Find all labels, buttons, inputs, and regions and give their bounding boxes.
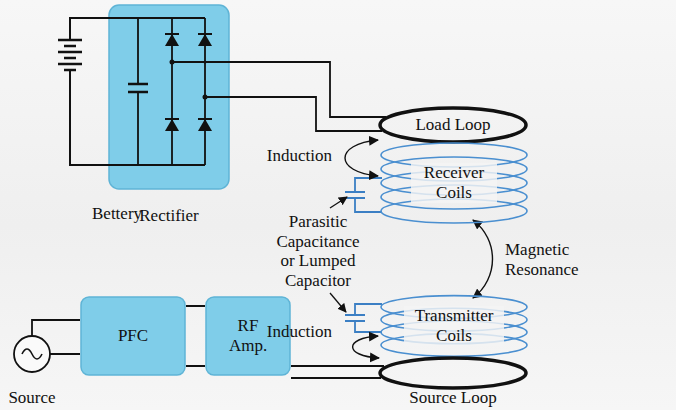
source-symbol: Source <box>4 334 60 408</box>
node-outline <box>108 4 230 226</box>
node-text: PFC <box>118 326 148 346</box>
wire-pair <box>186 306 205 366</box>
block-box: PFC <box>80 296 186 376</box>
node-text: Load Loop <box>415 115 490 135</box>
edge-label: Induction <box>252 322 332 342</box>
wire-pair <box>230 62 386 131</box>
loop-ellipse: Load Loop <box>378 106 528 144</box>
callout-text: Parasitic Capacitance or Lumped Capacito… <box>268 212 368 290</box>
loop-ellipse: Source Loop <box>378 356 528 408</box>
battery-symbol <box>58 18 108 165</box>
edge-label: Magnetic Resonance <box>505 240 605 279</box>
coil-group: Receiver Coils <box>378 146 530 220</box>
node-text: Receiver Coils <box>411 163 497 202</box>
block-box: Rectifier <box>108 4 230 226</box>
node-text: Transmitter Coils <box>404 306 504 345</box>
coupling-arrow <box>345 140 378 176</box>
part-label: Bettery <box>92 204 162 224</box>
node-text: Rectifier <box>139 206 198 226</box>
coupling-arrow <box>473 220 493 298</box>
node-text: Source Loop <box>409 388 496 408</box>
edge-label: Induction <box>252 146 332 166</box>
coupling-arrow <box>353 336 379 358</box>
node-text: Source <box>8 388 55 408</box>
wire-pair <box>291 366 384 378</box>
coil-group: Transmitter Coils <box>378 298 530 354</box>
